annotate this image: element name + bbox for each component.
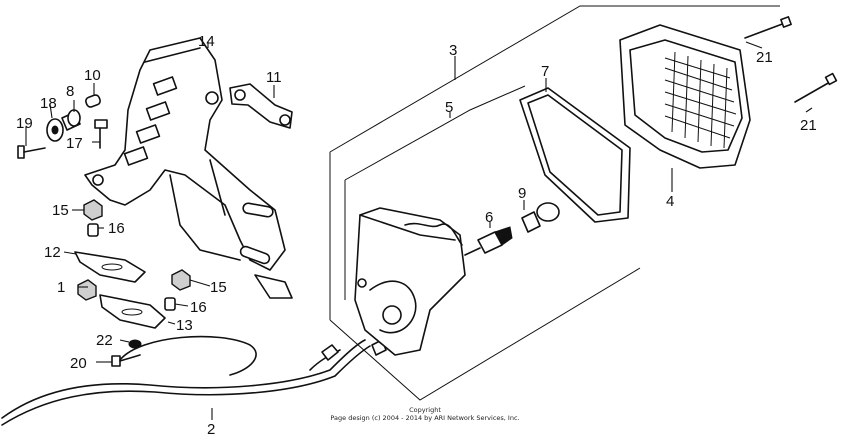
washer-18 [46, 118, 64, 142]
bulb-socket [464, 226, 513, 256]
assembly-box-5 [344, 85, 526, 300]
callout-1: 1 [57, 279, 65, 296]
collar-10 [85, 94, 101, 108]
collar-16b [164, 297, 176, 311]
callout-21a: 21 [756, 49, 773, 66]
callout-18: 18 [40, 95, 57, 112]
plate-13 [99, 294, 166, 329]
copyright-line1: Copyright [409, 406, 441, 414]
nut-1 [77, 279, 97, 301]
wire-harness [1, 335, 387, 426]
callouts: 1 2 3 4 5 6 7 8 9 10 11 12 13 14 15 15 1… [16, 33, 817, 438]
clamp-plate [229, 83, 293, 129]
callout-2: 2 [207, 421, 215, 438]
callout-14: 14 [198, 33, 215, 50]
callout-22: 22 [96, 332, 113, 349]
callout-13: 13 [176, 317, 193, 334]
callout-9: 9 [518, 185, 526, 202]
tail-lens [619, 24, 751, 169]
callout-3: 3 [449, 42, 457, 59]
nut-15a [83, 199, 103, 221]
washer-22 [128, 339, 142, 349]
bulb [521, 202, 560, 233]
screw-21a [744, 16, 792, 39]
callout-20: 20 [70, 355, 87, 372]
callout-11: 11 [266, 69, 282, 86]
callout-19: 19 [16, 115, 33, 132]
bolt-20 [111, 354, 141, 367]
bolt-19 [17, 145, 46, 159]
plate-12 [74, 251, 146, 283]
collar-16a [87, 223, 99, 237]
callout-12: 12 [44, 244, 61, 261]
copyright: Copyright Page design (c) 2004 - 2014 by… [330, 406, 519, 422]
leader-lines [25, 41, 813, 420]
collar-8 [61, 109, 81, 131]
assembly-box-3 [329, 5, 780, 401]
callout-5: 5 [445, 99, 453, 116]
lens-grid [664, 51, 737, 149]
callout-21b: 21 [800, 117, 817, 134]
callout-15a: 15 [52, 202, 69, 219]
callout-10: 10 [84, 67, 101, 84]
callout-16a: 16 [108, 220, 125, 237]
lamp-housing [354, 207, 466, 356]
callout-16b: 16 [190, 299, 207, 316]
callout-6: 6 [485, 209, 493, 226]
nut-15b [171, 269, 191, 291]
callout-8: 8 [66, 83, 74, 100]
callout-7: 7 [541, 63, 549, 80]
license-bracket [84, 37, 293, 299]
screw-21b [794, 72, 838, 103]
lens-gasket [519, 87, 631, 223]
callout-17: 17 [66, 135, 83, 152]
copyright-line2: Page design (c) 2004 - 2014 by ARI Netwo… [330, 414, 519, 422]
callout-4: 4 [666, 193, 674, 210]
bolt-17 [94, 119, 108, 149]
callout-15b: 15 [210, 279, 227, 296]
